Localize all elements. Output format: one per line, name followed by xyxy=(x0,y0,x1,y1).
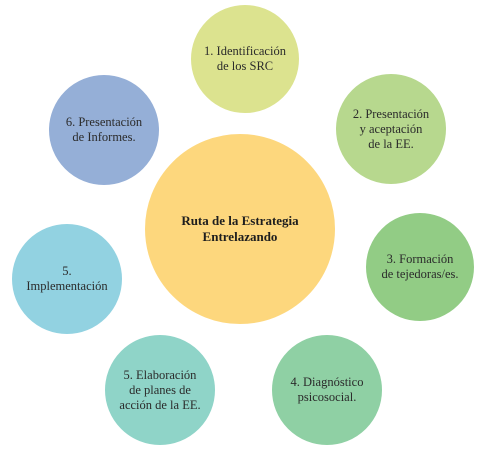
center-node-label: Ruta de la Estrategia Entrelazando xyxy=(181,213,299,244)
step-node-2-label: 2. Presentación y aceptación de la EE. xyxy=(352,106,430,151)
step-node-3: 3. Formación de tejedoras/es. xyxy=(365,212,475,322)
step-node-6: 6. Presentación de Informes. xyxy=(48,74,160,186)
step-node-5-planning-label: 5. Elaboración de planes de acción de la… xyxy=(119,367,201,412)
step-node-5-implementation: 5. Implementación xyxy=(11,223,123,335)
step-node-1-label: 1. Identificación de los SRC xyxy=(204,44,286,73)
step-node-3-label: 3. Formación de tejedoras/es. xyxy=(381,252,459,281)
center-node: Ruta de la Estrategia Entrelazando xyxy=(144,133,336,325)
step-node-2: 2. Presentación y aceptación de la EE. xyxy=(335,73,447,185)
step-node-5-planning: 5. Elaboración de planes de acción de la… xyxy=(104,334,216,446)
step-node-1: 1. Identificación de los SRC xyxy=(190,4,300,114)
step-node-4: 4. Diagnóstico psicosocial. xyxy=(271,334,383,446)
step-node-4-label: 4. Diagnóstico psicosocial. xyxy=(290,375,364,404)
step-node-5-implementation-label: 5. Implementación xyxy=(26,264,108,293)
step-node-6-label: 6. Presentación de Informes. xyxy=(65,115,143,144)
